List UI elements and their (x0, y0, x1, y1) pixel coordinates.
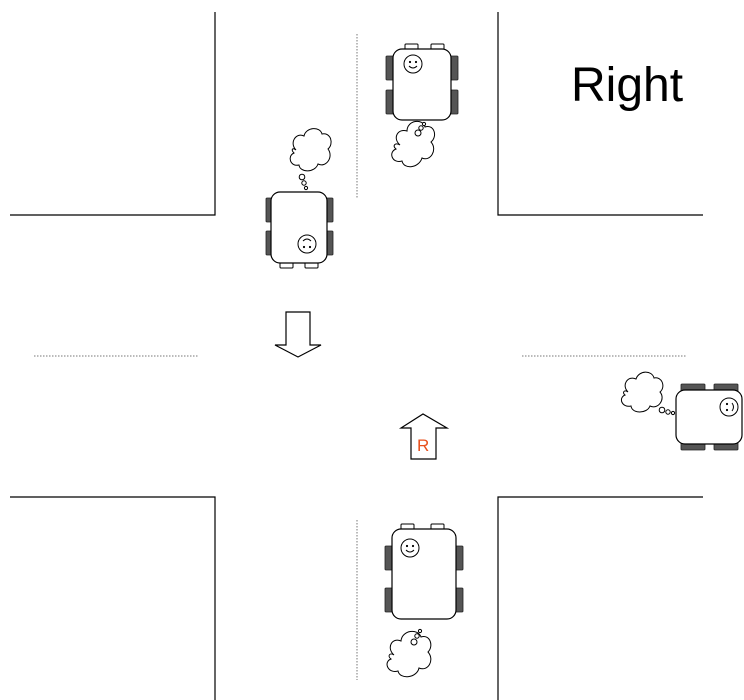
smiley-face-icon (403, 54, 423, 74)
eye (302, 245, 306, 249)
curb-top-left (10, 12, 216, 216)
arrow-up-r: R (398, 413, 450, 460)
diagram-title: Right (571, 59, 684, 112)
eye (308, 245, 312, 249)
curb-bottom-left (10, 496, 216, 700)
eye (405, 544, 409, 548)
robot-south (384, 523, 464, 620)
thought-bubble (417, 628, 423, 634)
robot-north (385, 43, 459, 121)
smiley-face-icon (719, 397, 739, 417)
thought-bubble (414, 633, 420, 639)
robot-body (270, 191, 328, 264)
up-arrow-icon (398, 413, 450, 460)
thought-bubble (665, 409, 671, 415)
thought-cloud-icon (289, 128, 332, 172)
robot-body (392, 48, 452, 121)
thought-bubble (303, 185, 309, 191)
thought-cloud-icon (391, 120, 436, 168)
eye (414, 60, 418, 64)
down-arrow-icon (274, 311, 322, 358)
arrow-down (274, 311, 322, 358)
thought-cloud-east (620, 371, 676, 416)
eye (725, 408, 729, 412)
eye (408, 60, 412, 64)
mouth (302, 238, 312, 242)
thought-bubble (670, 410, 676, 416)
smiley-face-icon (297, 234, 317, 254)
thought-bubble (301, 180, 307, 186)
robot-body (391, 528, 457, 620)
robot-east (675, 383, 743, 451)
thought-cloud-icon (386, 630, 432, 678)
curbs (10, 12, 703, 700)
mouth (405, 549, 415, 553)
eye (725, 402, 729, 406)
thought-cloud-south (386, 628, 432, 678)
thought-bubble (658, 406, 666, 414)
thought-bubble (418, 125, 424, 131)
thought-bubble (421, 121, 427, 127)
thought-cloud-top-left (289, 128, 332, 191)
arrow-letter: R (417, 436, 429, 455)
thought-bubble (298, 173, 306, 181)
mouth (731, 402, 734, 412)
eye (411, 544, 415, 548)
thought-bubble (410, 638, 418, 646)
smiley-face-icon (400, 538, 420, 558)
curb-bottom-right (497, 496, 703, 700)
thought-bubble (414, 129, 422, 137)
thought-cloud-north (391, 120, 436, 168)
robot-top-left (265, 191, 334, 269)
lane-markings (34, 34, 686, 680)
mouth (408, 65, 418, 69)
curb-top-right (497, 12, 703, 216)
thought-cloud-icon (620, 371, 664, 413)
